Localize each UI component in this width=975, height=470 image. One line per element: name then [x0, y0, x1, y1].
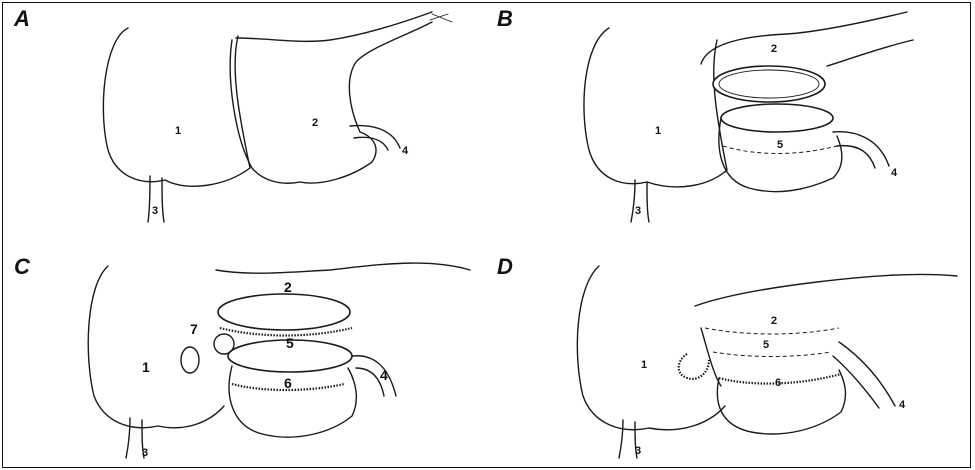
label-2: 2 — [312, 117, 318, 129]
label-6: 6 — [284, 375, 292, 391]
organ-1-outline — [584, 28, 727, 187]
label-3: 3 — [152, 205, 158, 217]
label-1: 1 — [142, 359, 150, 375]
vessel-4 — [352, 356, 396, 396]
lower-stomach-outline — [717, 370, 845, 434]
upper-transection — [218, 294, 350, 330]
panel-d-illustration: 1 2 3 4 5 6 — [487, 236, 969, 466]
label-1: 1 — [175, 125, 181, 137]
organ-2-top — [216, 263, 470, 273]
organ-1-outline — [88, 266, 224, 428]
organ-1-outline — [103, 28, 250, 186]
organ-2-top — [701, 12, 907, 64]
panel-b: B 1 2 3 4 5 — [487, 0, 969, 230]
label-3: 3 — [142, 447, 148, 459]
label-4: 4 — [380, 367, 388, 383]
label-5: 5 — [763, 339, 769, 351]
label-1: 1 — [655, 125, 661, 137]
label-2: 2 — [284, 279, 292, 295]
label-3: 3 — [635, 205, 641, 217]
dashed-line-2 — [705, 328, 839, 334]
suture-loop — [679, 354, 709, 379]
label-4: 4 — [891, 167, 898, 179]
label-4: 4 — [402, 145, 409, 157]
panel-c: C 1 2 3 4 5 6 7 — [0, 236, 482, 466]
vessel-4 — [833, 342, 895, 408]
dashed-line-5 — [713, 352, 831, 357]
organ-2-top — [236, 12, 432, 41]
organ-2-top — [695, 274, 957, 306]
label-2: 2 — [771, 315, 777, 327]
label-7: 7 — [190, 321, 198, 337]
label-2: 2 — [771, 43, 777, 55]
label-3: 3 — [635, 445, 641, 457]
label-4: 4 — [899, 399, 906, 411]
label-1: 1 — [641, 359, 647, 371]
panel-b-illustration: 1 2 3 4 5 — [487, 0, 969, 230]
label-6: 6 — [775, 377, 781, 389]
organ-2-outline — [230, 22, 432, 183]
kidney-shape — [181, 347, 199, 373]
panel-d: D 1 2 3 4 5 6 — [487, 236, 969, 466]
lower-transection — [721, 104, 833, 132]
label-5: 5 — [777, 139, 783, 151]
lower-stomach-outline — [229, 366, 356, 437]
organ-1-outline — [577, 266, 725, 430]
panel-a-illustration: 1 2 3 4 — [0, 0, 482, 230]
panel-c-illustration: 1 2 3 4 5 6 7 — [0, 236, 482, 466]
upper-transection — [713, 66, 825, 102]
label-5: 5 — [286, 335, 294, 351]
loop-7 — [214, 334, 234, 354]
panel-a: A 1 2 3 4 — [0, 0, 482, 230]
